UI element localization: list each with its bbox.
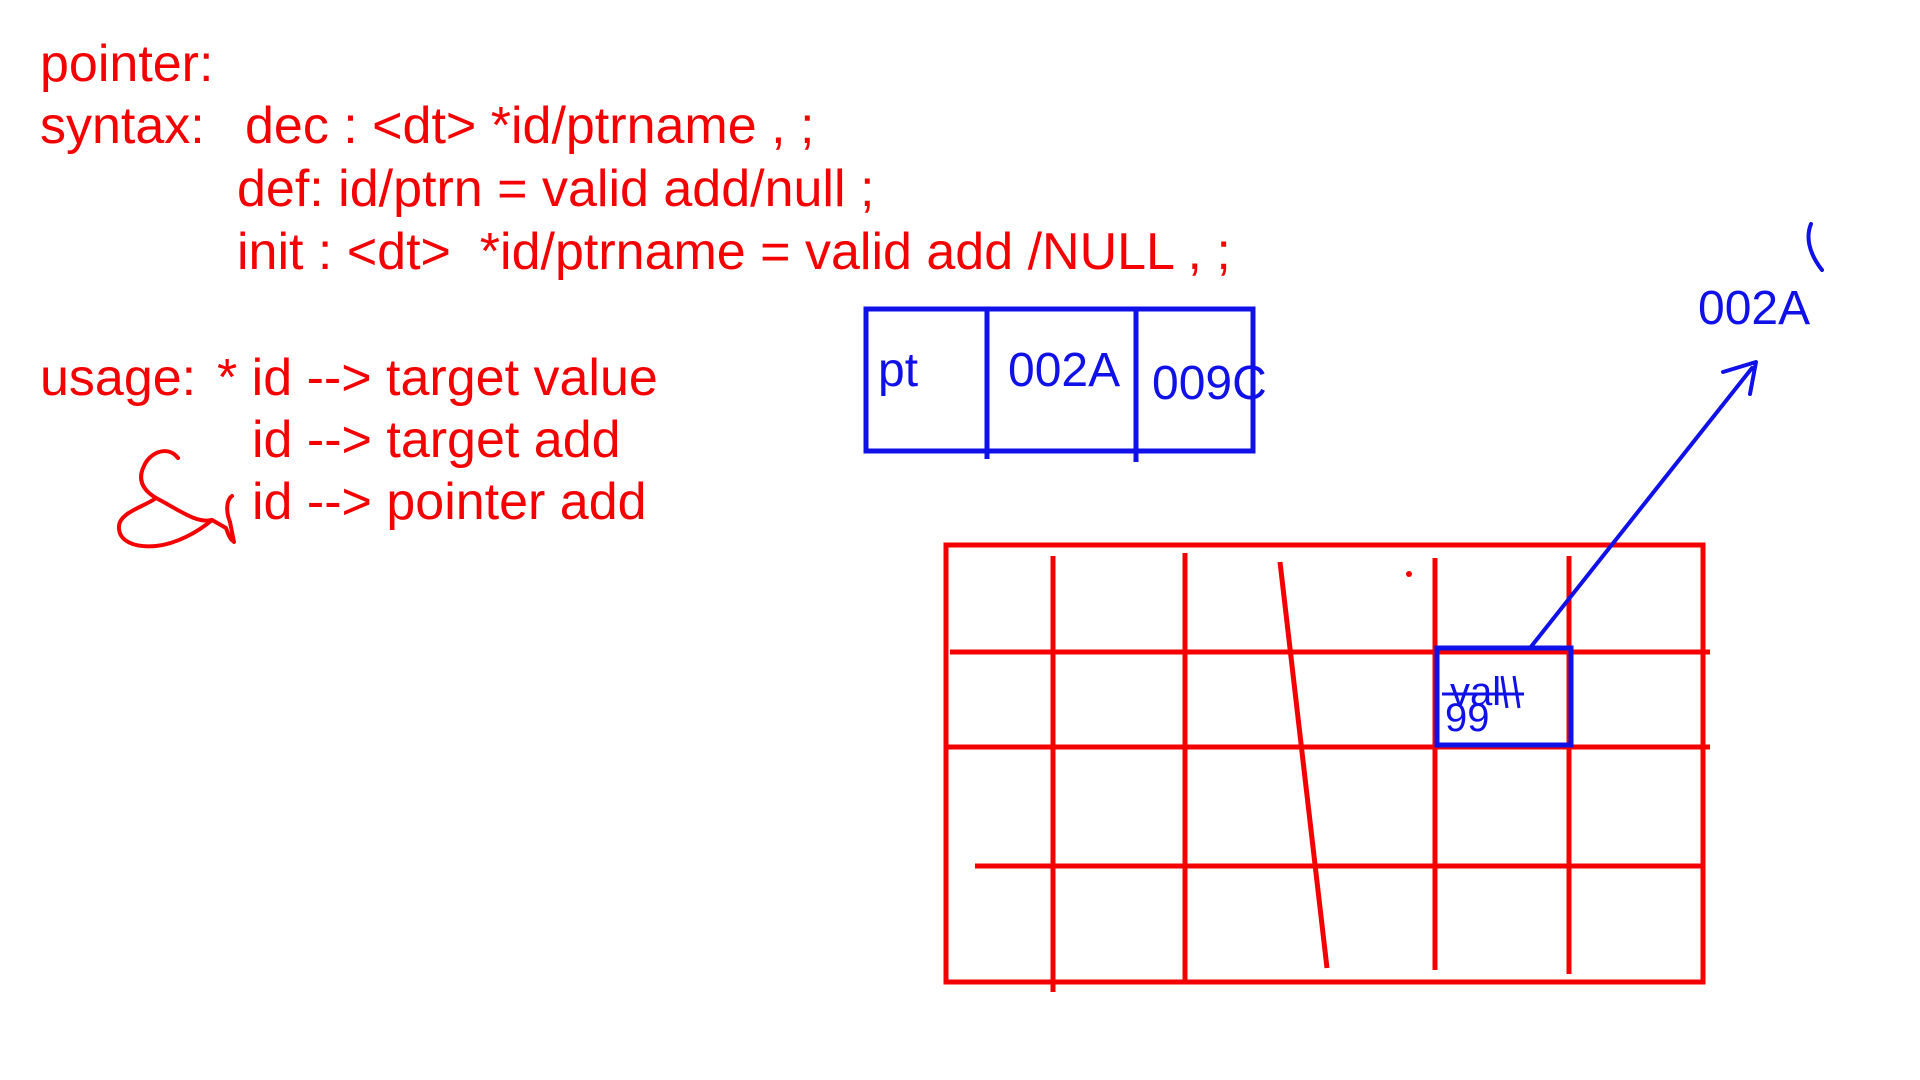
strike-through-mark-2 xyxy=(1500,675,1509,709)
memory-grid-outline xyxy=(943,542,1706,985)
address-arrow-head xyxy=(1721,360,1758,396)
usage-target-address: id --> target add xyxy=(252,411,621,469)
syntax-initialization: init : <dt> *id/ptrname = valid add /NUL… xyxy=(237,223,1231,281)
memory-cell-highlight xyxy=(1434,645,1574,748)
memory-grid-slant xyxy=(1277,561,1330,969)
stray-pen-mark xyxy=(1806,222,1824,272)
pointer-box-outline xyxy=(863,306,1256,454)
address-arrow-shaft xyxy=(1528,366,1754,650)
pointer-stored-address: 002A xyxy=(1008,344,1121,397)
target-address-label: 002A xyxy=(1698,282,1811,335)
pointer-heading: pointer: xyxy=(40,35,214,93)
syntax-label: syntax: xyxy=(40,97,205,155)
ampersand-glyph xyxy=(117,449,236,549)
usage-dereference: * id --> target value xyxy=(217,349,658,407)
strike-through-mark-3 xyxy=(1512,675,1521,709)
usage-label: usage: xyxy=(40,349,197,407)
syntax-definition: def: id/ptrn = valid add/null ; xyxy=(237,160,875,218)
memory-cell-name: val xyxy=(1450,670,1502,714)
ink-dot xyxy=(1406,571,1412,577)
ampersand-glyph-tail xyxy=(154,496,214,523)
syntax-declaration: dec : <dt> *id/ptrname , ; xyxy=(245,97,815,155)
pointer-variable-name: pt xyxy=(878,344,919,397)
pointer-own-address: 009C xyxy=(1152,357,1267,410)
memory-cell-value: 99 xyxy=(1445,696,1490,740)
usage-pointer-address: id --> pointer add xyxy=(252,473,647,531)
